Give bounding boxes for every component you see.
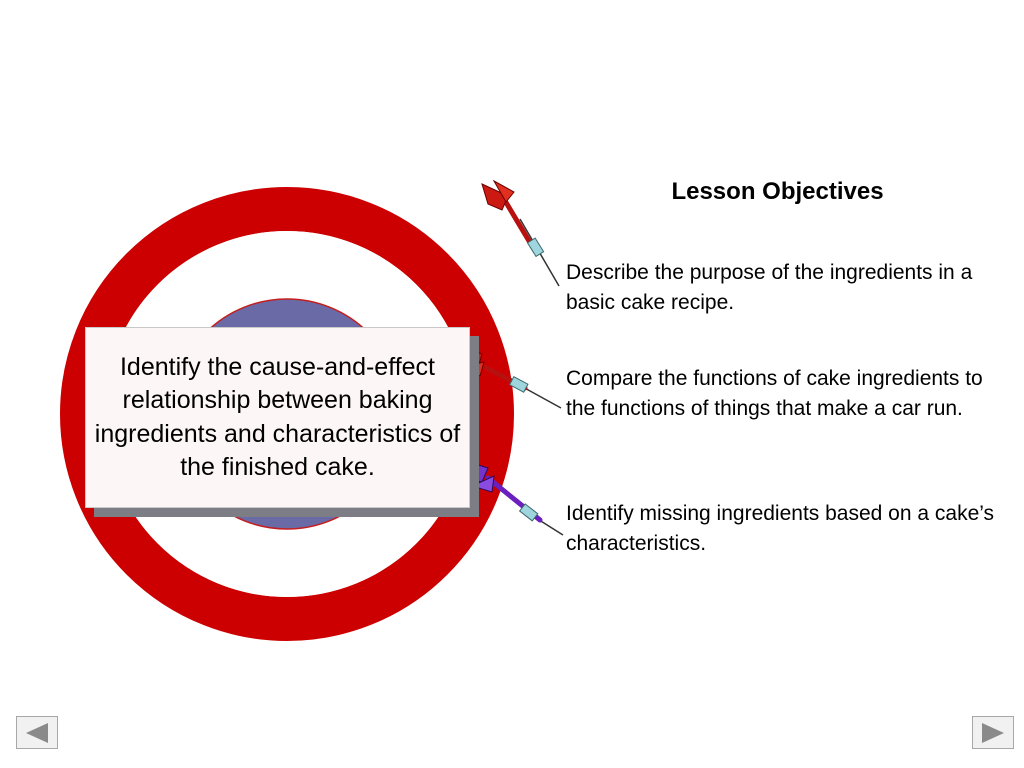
page-title: Lesson Objectives	[671, 178, 884, 205]
objective-2: Compare the functions of cake ingredient…	[566, 367, 983, 420]
objective-3: Identify missing ingredients based on a …	[566, 502, 995, 555]
target-outer-ring	[60, 187, 514, 641]
next-slide-button[interactable]	[972, 716, 1014, 749]
previous-slide-button[interactable]	[16, 716, 58, 749]
target-callout-text: Identify the cause-and-effect relationsh…	[94, 352, 461, 482]
objective-1: Describe the purpose of the ingredients …	[566, 261, 973, 314]
previous-arrow-icon	[26, 722, 48, 743]
target-callout-box: Identify the cause-and-effect relationsh…	[85, 327, 470, 508]
next-arrow-icon	[982, 722, 1004, 743]
red-dart-icon	[481, 179, 560, 287]
